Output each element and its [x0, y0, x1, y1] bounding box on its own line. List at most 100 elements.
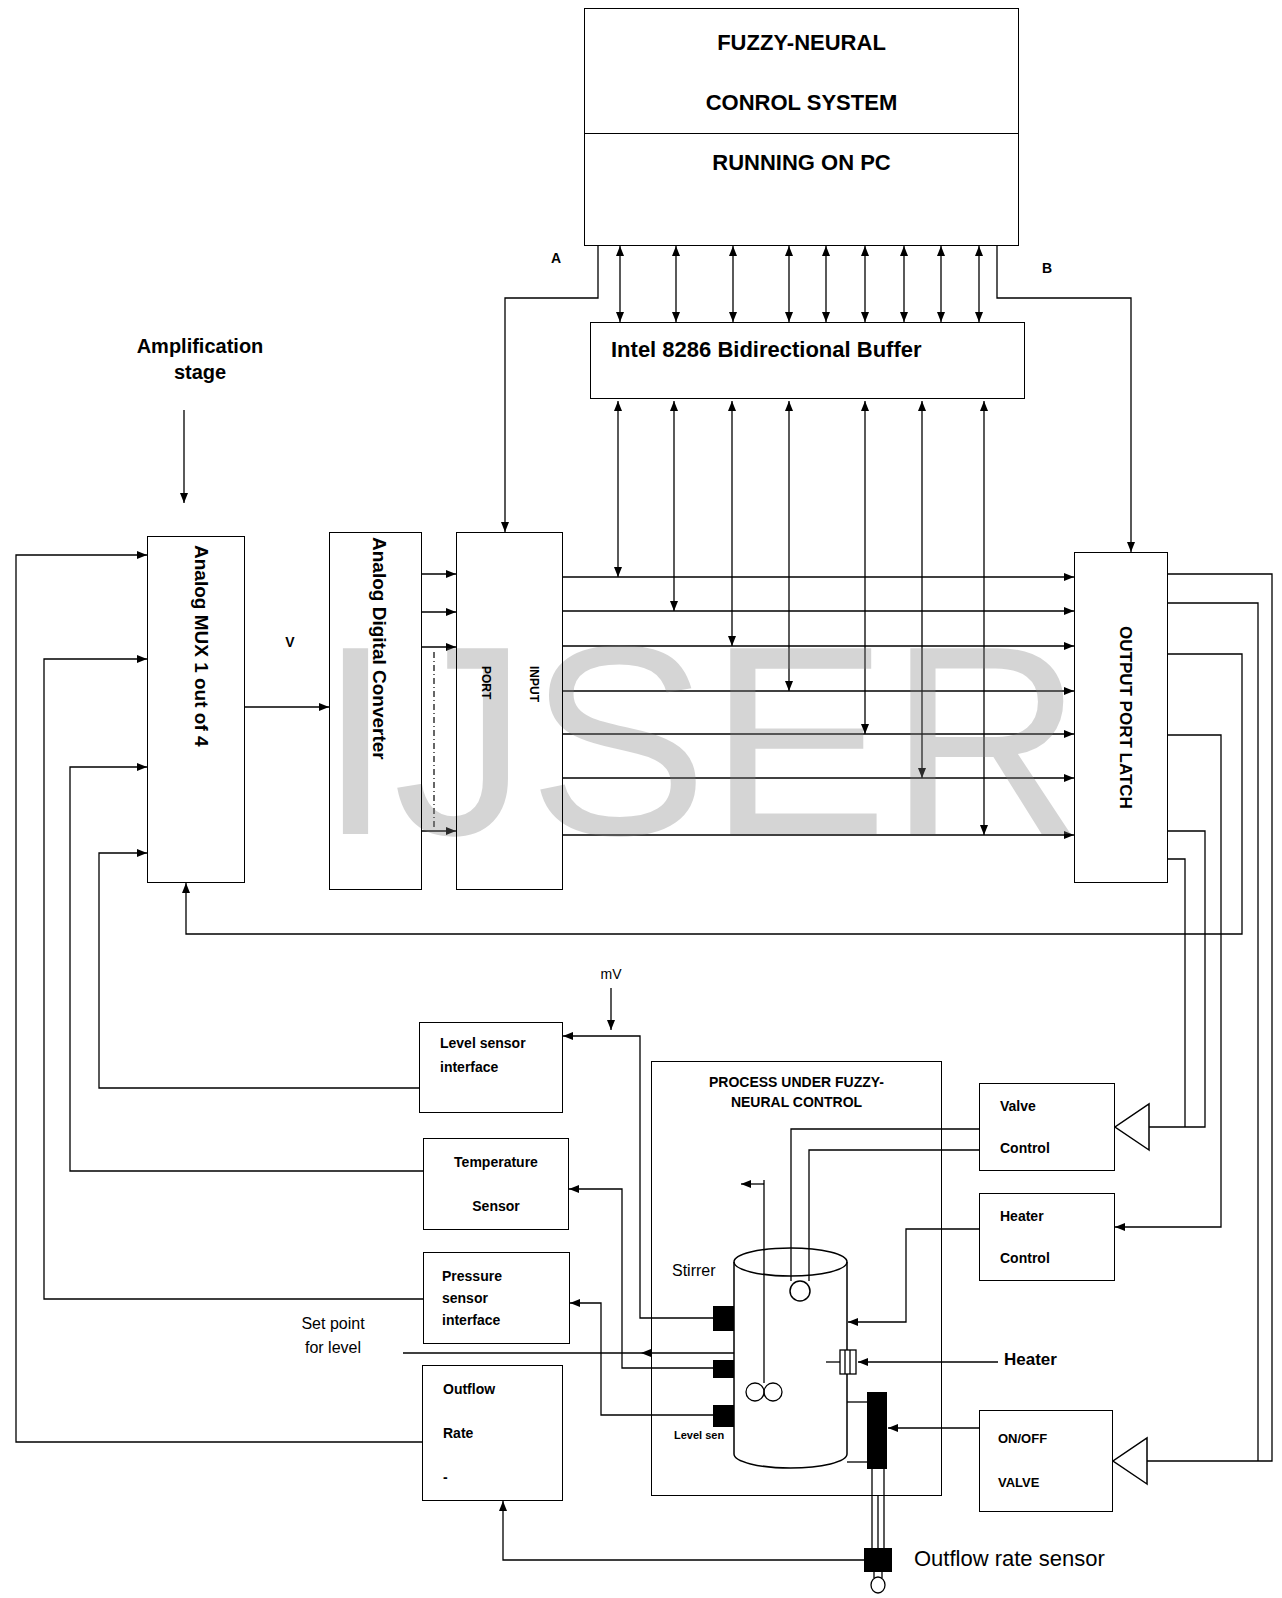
edge-label: V [282, 634, 297, 650]
sensor-lead [651, 1318, 713, 1415]
signal-label: Set point for level [294, 1312, 372, 1360]
sensor-box: Temperature Sensor [423, 1138, 569, 1230]
heater-symbol [844, 1350, 845, 1374]
outlet-pipe [847, 1401, 867, 1402]
signal-arrow [610, 988, 611, 1030]
connector [675, 246, 676, 322]
connector [422, 573, 456, 574]
connector [1113, 574, 1272, 1461]
outlet-pipe [873, 1572, 874, 1578]
connector [791, 1129, 979, 1281]
connector [563, 834, 1074, 835]
buffer-bus-line [788, 401, 789, 691]
outlet-pipe [871, 1577, 885, 1593]
connector [422, 611, 456, 612]
buffer-bus-line [864, 401, 865, 734]
node-text: INPUT PORT [462, 666, 558, 726]
connector [563, 576, 1074, 577]
connector [563, 1036, 651, 1318]
sensor-block [713, 1306, 734, 1427]
control-wire [1168, 603, 1258, 1461]
node-text: OUTPUT PORT LATCH [1115, 626, 1135, 809]
connector [619, 246, 620, 322]
outlet-pipe [871, 1469, 872, 1548]
node-text: Analog MUX 1 out of 4 [190, 545, 212, 747]
connector [422, 830, 456, 831]
connector [732, 246, 733, 322]
node-text: Valve Control [1000, 1085, 1070, 1169]
sensor-lead [651, 1414, 713, 1415]
part-label: Stirrer [672, 1262, 716, 1280]
tank [790, 1281, 810, 1301]
buffer-bus-line [618, 401, 984, 835]
node-text: Level sensor interface [440, 1031, 550, 1079]
input-port-box: INPUT PORT [456, 532, 563, 890]
edge-label: B [1039, 260, 1055, 276]
heater-symbol [826, 1350, 998, 1374]
stirrer [741, 1180, 782, 1401]
outlet-pipe [847, 1461, 867, 1462]
heater-symbol [858, 1361, 998, 1362]
output-latch-box: OUTPUT PORT LATCH [1074, 552, 1168, 883]
connector [563, 645, 1074, 646]
connector [99, 853, 419, 1088]
edge-label: A [548, 250, 564, 266]
buffer-bus-line [921, 401, 922, 778]
node-text: Pressure sensor interface [442, 1265, 522, 1331]
connector [422, 646, 456, 647]
node-text: Outflow Rate - [443, 1367, 503, 1499]
stirrer [763, 1180, 764, 1383]
connector [1115, 831, 1205, 1127]
sensor-interface-box: Pressure sensor interface [423, 1252, 570, 1344]
stage-label: Amplification stage [110, 333, 290, 385]
heater-symbol [826, 1361, 840, 1362]
node-text: Temperature Sensor [441, 1140, 551, 1228]
sensor-lead [651, 1367, 713, 1368]
connector [70, 767, 423, 1171]
sensor-box: Outflow Rate - [422, 1365, 563, 1501]
connector [888, 1427, 979, 1428]
node-text: Heater Control [1000, 1195, 1070, 1279]
part-label: Outflow rate sensor [914, 1546, 1105, 1572]
stirrer [741, 1183, 764, 1184]
connector [503, 1496, 878, 1560]
bus-dash [433, 652, 434, 828]
adc-box: Analog Digital Converter [329, 532, 422, 890]
signal-arrow [183, 410, 184, 503]
node-text: Intel 8286 Bidirectional Buffer [611, 337, 922, 363]
control-wire [1168, 859, 1185, 1127]
connector [788, 246, 789, 322]
connector [864, 246, 865, 322]
part-label: Heater [1004, 1350, 1057, 1370]
connector [16, 555, 422, 1442]
connector [563, 777, 1074, 778]
outlet-valve [867, 1392, 887, 1469]
connector [903, 246, 904, 322]
control-box: Valve Control [979, 1083, 1115, 1171]
control-wire [809, 603, 1258, 1461]
connector [825, 246, 826, 322]
signal-arrow [184, 410, 611, 1030]
buffer-bus-line [983, 401, 984, 835]
node-text: ON/OFF VALVE [998, 1417, 1068, 1505]
outlet-pipe [881, 1572, 882, 1578]
buffer-box: Intel 8286 Bidirectional Buffer [590, 322, 1025, 399]
node-text: PROCESS UNDER FUZZY-NEURAL CONTROL [692, 1072, 902, 1112]
controller-box: FUZZY-NEURAL CONROL SYSTEMRUNNING ON PC [584, 8, 1019, 246]
connector [44, 659, 423, 1299]
sensor-block [713, 1405, 734, 1427]
outlet-pipe [883, 1469, 884, 1548]
connector [563, 690, 1074, 691]
node-text: RUNNING ON PC [585, 133, 1018, 192]
connector [997, 246, 1131, 552]
buffer-bus-line [673, 401, 674, 611]
connector [848, 1229, 979, 1322]
control-wire [809, 1150, 979, 1281]
part-label: Level sen [674, 1429, 724, 1441]
set-point-line [403, 1352, 734, 1353]
node-text: FUZZY-NEURAL CONROL SYSTEM [682, 13, 922, 133]
stirrer [764, 1383, 782, 1401]
sensor-block [713, 1360, 734, 1378]
